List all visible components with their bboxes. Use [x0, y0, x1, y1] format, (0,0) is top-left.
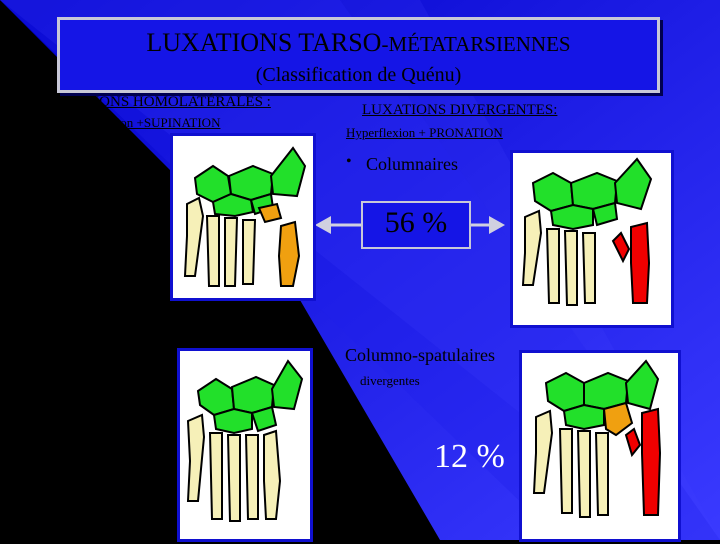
left-item-spatulaires: Spatulaires [64, 140, 144, 161]
center-percent: 56 % [385, 206, 448, 239]
foot-diagram-divergentes [522, 353, 678, 539]
slide-title: LUXATIONS TARSO-MÉTATARSIENNES [60, 28, 657, 58]
right-item-columno-spatulaires: Columno-spatulaires [345, 345, 495, 366]
center-percent-box: 56 % [361, 201, 471, 249]
slide-subtitle: (Classification de Quénu) [60, 64, 657, 87]
left-item-sub: dorso-externes [70, 363, 147, 379]
right-subheader: Hyperflexion + PRONATION [346, 125, 503, 141]
left-percent: 32 % [12, 438, 83, 476]
panel-spatulaires [170, 133, 316, 301]
left-bullet-1: • [33, 148, 37, 159]
left-bullet-2: • [33, 338, 37, 349]
right-percent: 12 % [434, 438, 505, 476]
title-main-part1: LUXATIONS TARSO [146, 28, 381, 57]
right-item-columnaires: Columnaires [366, 154, 458, 175]
foot-diagram-columnaires [513, 153, 671, 325]
panel-columno-spatulaires-dorso-externes [177, 348, 313, 542]
right-header: LUXATIONS DIVERGENTES: [362, 102, 557, 119]
foot-diagram-spatulaires [173, 136, 313, 298]
right-bullet-1: • [346, 153, 352, 171]
left-header: LUXATIONS HOMOLATÉRALES : [45, 94, 271, 111]
right-item-sub: divergentes [360, 373, 420, 389]
panel-columno-spatulaires-divergentes [519, 350, 681, 542]
left-subheader: Hyperflexion +SUPINATION [64, 115, 220, 131]
title-main-part2: -MÉTATARSIENNES [381, 32, 570, 56]
foot-diagram-dorso-externes [180, 351, 310, 539]
title-box: LUXATIONS TARSO-MÉTATARSIENNES (Classifi… [57, 17, 660, 93]
panel-columnaires [510, 150, 674, 328]
